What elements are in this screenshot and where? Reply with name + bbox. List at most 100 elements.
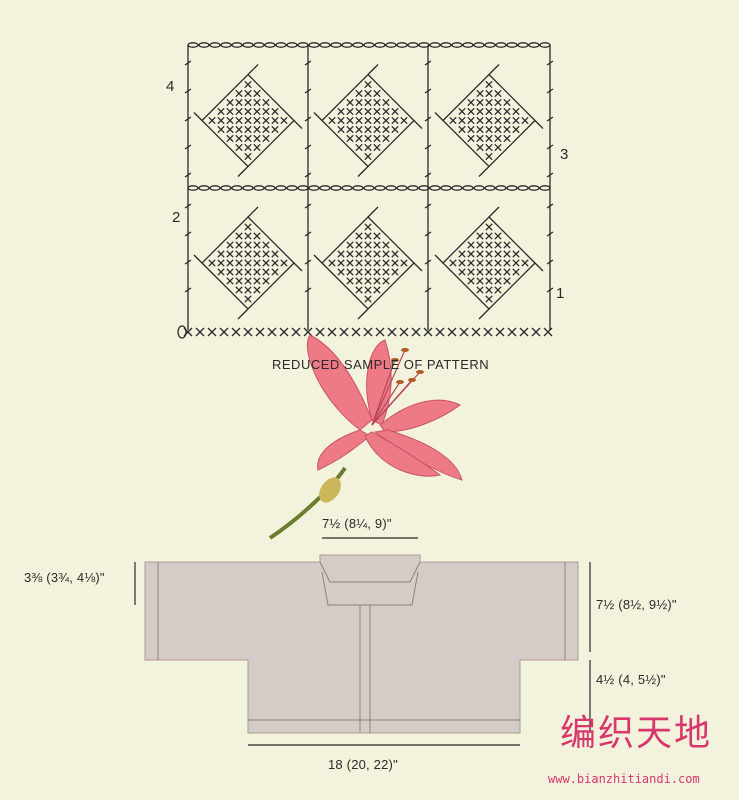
lily-flower-image — [268, 334, 463, 540]
sc-stitch-symbol — [476, 241, 484, 249]
sc-stitch-symbol — [346, 268, 354, 276]
sc-stitch-symbol — [400, 259, 408, 267]
sc-stitch-symbol — [235, 268, 243, 276]
sc-stitch-symbol — [494, 89, 502, 98]
post-tick — [424, 144, 432, 150]
sc-stitch-symbol — [521, 116, 529, 125]
sc-stitch-symbol — [364, 125, 372, 134]
sc-stitch-symbol — [391, 268, 399, 276]
chain-stitch-symbol — [231, 185, 243, 191]
post-tick — [304, 88, 312, 94]
sc-stitch-symbol — [280, 116, 288, 125]
sc-stitch-symbol — [435, 327, 445, 337]
sc-stitch-symbol — [235, 250, 243, 258]
sc-stitch-symbol — [337, 116, 345, 125]
sc-stitch-symbol — [373, 134, 381, 143]
sc-stitch-symbol — [485, 268, 493, 276]
chain-stitch-symbol — [363, 42, 375, 48]
sc-stitch-symbol — [337, 125, 345, 134]
sc-stitch-symbol — [391, 250, 399, 258]
lily-stamen — [371, 379, 413, 426]
sc-stitch-symbol — [373, 89, 381, 98]
sc-stitch-symbol — [471, 327, 481, 337]
sc-stitch-symbol — [485, 241, 493, 249]
row-label-3: 3 — [560, 146, 569, 163]
sc-stitch-symbol — [467, 268, 475, 276]
post-tick — [424, 60, 432, 66]
sc-stitch-symbol — [476, 107, 484, 116]
sc-stitch-symbol — [364, 295, 372, 303]
post-tick — [424, 287, 432, 293]
chain-stitch-symbol — [242, 42, 254, 48]
sc-stitch-symbol — [485, 98, 493, 107]
sc-stitch-symbol — [458, 250, 466, 258]
sc-stitch-symbol — [355, 259, 363, 267]
sc-stitch-symbol — [355, 98, 363, 107]
sc-stitch-symbol — [235, 89, 243, 98]
chain-stitch-symbol — [539, 42, 551, 48]
chain-stitch-symbol — [495, 42, 507, 48]
chain-stitch-symbol — [462, 185, 474, 191]
chain-stitch-symbol — [506, 42, 518, 48]
chain-stitch-symbol — [187, 185, 199, 191]
sc-stitch-symbol — [337, 259, 345, 267]
chain-stitch-symbol — [473, 42, 485, 48]
sc-stitch-symbol — [355, 89, 363, 98]
lily-petal — [306, 334, 373, 431]
sc-stitch-symbol — [217, 268, 225, 276]
sc-stitch-symbol — [382, 134, 390, 143]
sc-stitch-symbol — [494, 286, 502, 294]
sc-stitch-symbol — [244, 116, 252, 125]
post-tick — [184, 60, 192, 66]
sc-stitch-symbol — [253, 268, 261, 276]
sc-stitch-symbol — [355, 134, 363, 143]
sc-stitch-symbol — [262, 125, 270, 134]
sc-stitch-symbol — [476, 259, 484, 267]
sc-stitch-symbol — [373, 232, 381, 240]
sc-stitch-symbol — [467, 250, 475, 258]
sc-stitch-symbol — [467, 116, 475, 125]
sc-stitch-symbol — [485, 107, 493, 116]
lily-bud — [319, 477, 341, 503]
post-tick — [546, 259, 554, 265]
sc-stitch-symbol — [226, 277, 234, 285]
chain-stitch-symbol — [407, 42, 419, 48]
diamond-motif — [193, 64, 303, 177]
stitch-diagram — [177, 42, 554, 339]
sc-stitch-symbol — [494, 98, 502, 107]
sc-stitch-symbol — [235, 241, 243, 249]
sc-stitch-symbol — [476, 134, 484, 143]
chain-stitch-symbol — [396, 42, 408, 48]
post-tick — [184, 259, 192, 265]
chain-stitch-symbol — [462, 42, 474, 48]
chain-stitch-symbol — [418, 42, 430, 48]
sc-stitch-symbol — [485, 134, 493, 143]
sc-stitch-symbol — [503, 268, 511, 276]
sc-stitch-symbol — [467, 134, 475, 143]
post-tick — [304, 116, 312, 122]
post-tick — [546, 172, 554, 178]
sc-stitch-symbol — [364, 223, 372, 231]
diamond-motif — [313, 64, 423, 177]
sc-stitch-symbol — [467, 277, 475, 285]
sc-stitch-symbol — [382, 268, 390, 276]
sc-stitch-symbol — [364, 259, 372, 267]
post-tick — [424, 203, 432, 209]
sc-stitch-symbol — [235, 107, 243, 116]
sc-stitch-symbol — [375, 327, 385, 337]
chain-stitch-symbol — [209, 42, 221, 48]
sc-stitch-symbol — [346, 116, 354, 125]
sc-stitch-symbol — [337, 107, 345, 116]
sc-stitch-symbol — [485, 286, 493, 294]
chain-stitch-symbol — [330, 42, 342, 48]
sc-stitch-symbol — [467, 125, 475, 134]
sc-stitch-symbol — [279, 327, 289, 337]
sc-stitch-symbol — [355, 116, 363, 125]
sc-stitch-symbol — [494, 232, 502, 240]
sc-stitch-symbol — [382, 107, 390, 116]
chain-stitch-symbol — [319, 42, 331, 48]
watermark-url: www.bianzhitiandi.com — [548, 772, 700, 786]
sc-stitch-symbol — [494, 277, 502, 285]
sc-stitch-symbol — [255, 327, 265, 337]
